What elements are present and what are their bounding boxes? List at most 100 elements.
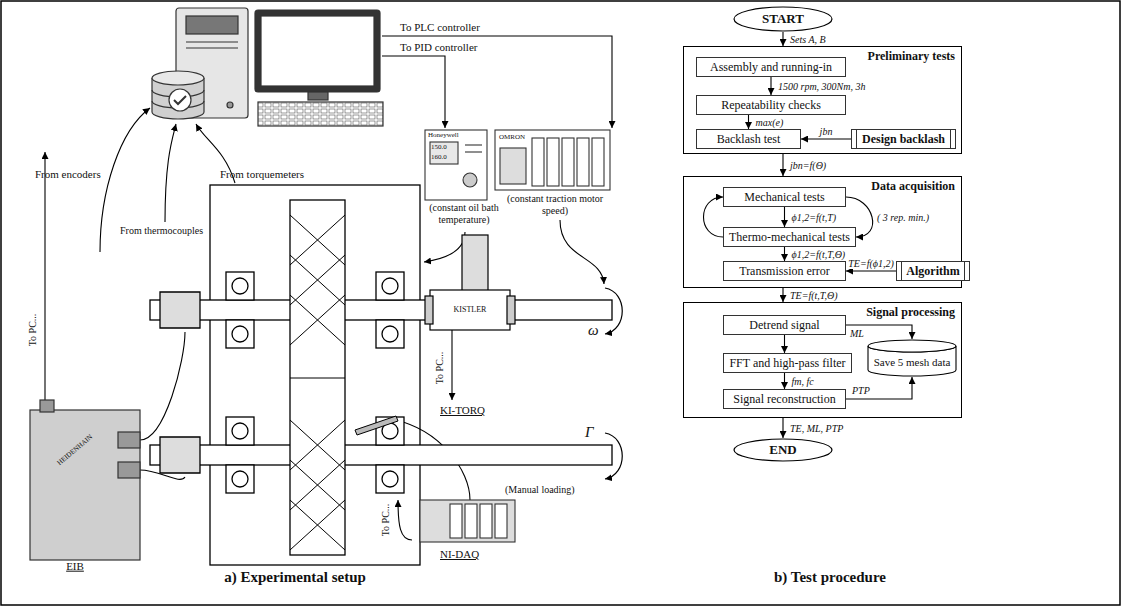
drawing-part xyxy=(44,152,45,405)
annotation-label: To PC... xyxy=(27,314,39,347)
drawing-part xyxy=(376,320,404,348)
drawing-part xyxy=(227,102,233,108)
group-band: Preliminary testsAssembly and running-in… xyxy=(683,46,962,154)
drawing-part xyxy=(398,500,412,540)
drawing-part xyxy=(226,272,254,300)
drawing-part xyxy=(382,471,398,487)
torquemeter xyxy=(425,235,515,330)
process-box: Detrend signal xyxy=(723,315,846,335)
edge-label: max(e) xyxy=(755,117,785,128)
drawing-part xyxy=(232,326,248,342)
annotation-label: (constant traction motor speed) xyxy=(497,193,613,216)
annotation-label: 160.0 xyxy=(431,153,447,161)
drawing-part xyxy=(258,102,383,126)
drawing-part xyxy=(150,445,612,465)
drawing-part xyxy=(465,504,477,538)
ni-daq xyxy=(420,500,515,542)
drawing-part xyxy=(226,417,254,445)
eib-box xyxy=(30,400,140,560)
edge-label: 1500 rpm, 300Nm, 3h xyxy=(777,81,867,92)
annotation-label: (constant oil bath temperature) xyxy=(418,202,510,225)
drawing-part xyxy=(226,320,254,348)
double-border-line xyxy=(950,130,951,148)
flow-arrow xyxy=(704,197,724,237)
process-box: Algorithm xyxy=(896,261,970,281)
group-heading: Preliminary tests xyxy=(868,49,955,64)
process-box: Backlash test xyxy=(696,129,801,149)
edge-label: jbn=f(Θ) xyxy=(789,160,827,171)
plc-controller xyxy=(495,130,610,190)
node-text: Detrend signal xyxy=(749,318,819,333)
flow-arrow xyxy=(846,270,896,271)
annotation-label: To PC... xyxy=(380,504,392,537)
drawing-part xyxy=(430,142,458,164)
flow-arrow xyxy=(782,418,783,438)
drawing-part xyxy=(592,138,604,186)
node-text: END xyxy=(769,442,796,458)
process-box: Repeatability checks xyxy=(696,95,846,115)
node-text: Assembly and running-in xyxy=(710,60,832,75)
process-box: Mechanical tests xyxy=(723,187,846,207)
flow-arrow xyxy=(784,207,785,227)
drawing-part xyxy=(226,272,404,493)
drawing-part xyxy=(174,96,186,104)
device-name: KI-TORQ xyxy=(440,404,485,417)
annotation-label: Γ xyxy=(585,424,594,441)
drawing-part xyxy=(547,138,559,186)
flow-arrow xyxy=(782,32,783,46)
drawing-part xyxy=(226,465,254,493)
node-text: Repeatability checks xyxy=(721,98,821,113)
terminal-ellipse: END xyxy=(733,438,833,462)
drawing-part xyxy=(290,200,345,555)
edge-label: fm, fc xyxy=(791,376,815,387)
drawing-part xyxy=(118,462,140,478)
drawing-part xyxy=(430,290,510,330)
drawing-part xyxy=(382,56,445,128)
process-box: FFT and high-pass filter xyxy=(723,353,852,373)
node-text: Thermo-mechanical tests xyxy=(729,230,850,245)
annotation-label: 150.0 xyxy=(431,143,447,151)
annotation-label: From torquemeters xyxy=(220,168,304,181)
process-box: Signal reconstruction xyxy=(723,389,846,409)
motion-arrows xyxy=(605,288,622,479)
annotation-label: HEIDENHAIN xyxy=(56,433,95,467)
node-text: Mechanical tests xyxy=(744,190,824,205)
flow-arrow xyxy=(801,138,851,139)
flow-arrow xyxy=(748,115,749,129)
cylinder-top xyxy=(868,340,956,352)
node-text: FFT and high-pass filter xyxy=(729,356,845,371)
annotation-label: ω xyxy=(588,322,599,339)
drawing-part xyxy=(465,144,482,145)
drawing-part xyxy=(255,10,380,92)
annotation-label: To PC... xyxy=(434,352,446,385)
node-text: Backlash test xyxy=(717,132,781,147)
drawing-part xyxy=(425,296,433,324)
drawing-part xyxy=(308,92,328,100)
drawing-part xyxy=(532,138,544,186)
drawing-part xyxy=(290,215,345,550)
database-icon xyxy=(152,71,204,119)
drawing-part xyxy=(232,423,248,439)
drawing-part xyxy=(165,124,176,222)
node-text: Save 5 mesh data xyxy=(874,348,951,368)
node-text: Signal reconstruction xyxy=(733,392,835,407)
data-store: Save 5 mesh data xyxy=(867,339,957,377)
process-box: Assembly and running-in xyxy=(696,57,846,77)
flow-arrow xyxy=(782,154,783,176)
node-text: Algorithm xyxy=(906,264,959,279)
group-heading: Data acquisition xyxy=(871,179,955,194)
drawing-part xyxy=(30,410,140,560)
drawing-part xyxy=(507,296,515,324)
annotation-label: Honeywell xyxy=(428,131,459,139)
drawing-part xyxy=(450,504,462,538)
drawing-part xyxy=(465,151,482,152)
panel-caption: a) Experimental setup xyxy=(224,569,366,586)
flow-arrow xyxy=(846,377,912,399)
edge-label: ML xyxy=(849,328,865,339)
ellipse-shape xyxy=(734,439,832,461)
edge-label: TE, ML, PTP xyxy=(789,423,844,434)
